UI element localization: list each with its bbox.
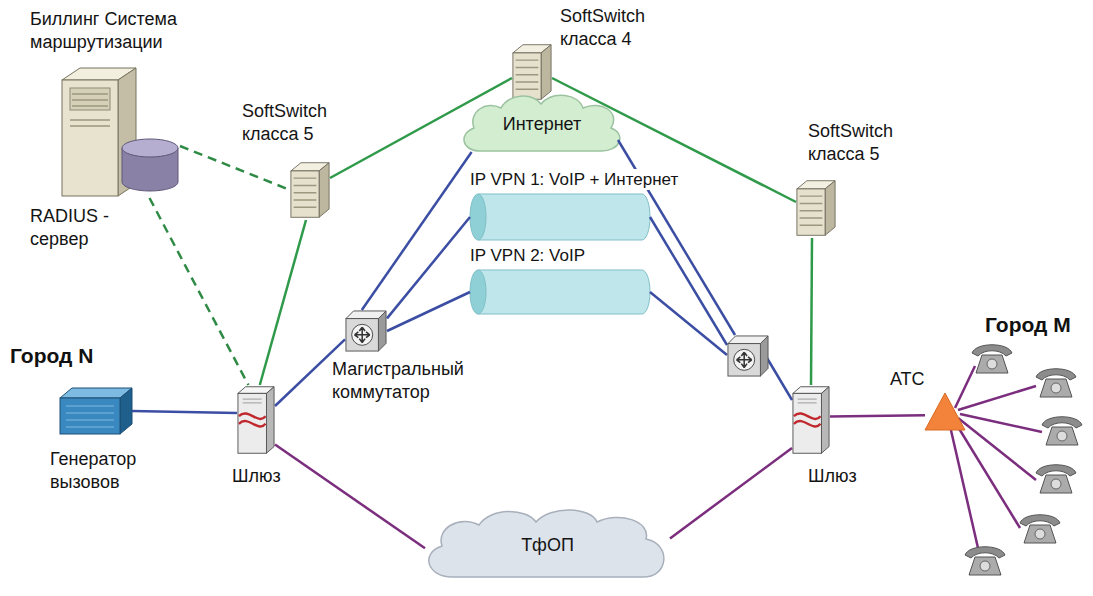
softswitch-node: SoftSwitch класса 5 [796,178,836,238]
server-slots [70,94,110,126]
subscriber-wire [955,366,975,408]
tube-body [478,194,650,240]
network-wire [618,140,735,335]
city-label: Город M [985,312,1071,337]
pstn-link [830,415,925,416]
tube-end [470,270,486,314]
phone-icon [1036,465,1076,493]
softswitch-icon [291,163,329,218]
node-label: ТфОП [521,534,574,557]
atc-node: АТС [925,393,965,430]
tube-body [478,270,650,314]
dashed-link [180,146,290,190]
vpn-tube [470,270,650,314]
backbone-wires [618,140,792,400]
node-label: SoftSwitch класса 5 [242,100,347,145]
switch-icon [346,311,386,351]
subscriber-wire [958,386,1036,410]
softswitch-icon [513,45,551,100]
generator-illustration [60,388,132,434]
signalling-link [260,220,306,385]
generator-slots [66,406,114,427]
node-label: IP VPN 1: VoIP + Интернет [467,169,681,190]
internet-cloud [464,95,620,151]
node-label: Шлюз [232,465,281,488]
phone-icon [965,547,1005,575]
softswitch-node: SoftSwitch класса 4 [512,42,552,102]
generator-node: Генератор вызовов [60,388,132,434]
gateway-node: Шлюз [237,385,275,455]
generator-front [60,398,120,434]
subscriber-wire [958,418,1036,480]
vpn-tube-node: IP VPN 1: VoIP + Интернет [470,194,650,240]
node-label: SoftSwitch класса 4 [560,5,665,50]
network-wire [650,292,727,355]
dashed-link [150,198,249,385]
node-label: Шлюз [808,465,857,488]
node-label: Интернет [503,112,582,135]
node-label: IP VPN 2: VoIP [467,245,588,266]
network-wire [650,217,727,345]
phone-icon [1042,417,1082,445]
pstn-cloud [429,510,664,577]
softswitch-icon [797,181,835,236]
server-node: Биллинг Система маршрутизацииRADIUS - се… [58,68,180,198]
server-illustration [62,68,178,196]
vpn-tube-node: IP VPN 2: VoIP [470,270,650,314]
signalling-link [552,78,796,202]
gateway-icon [238,387,274,454]
switch-icon [728,336,768,376]
pstn-link [670,448,792,538]
switch-node: Магистральный коммутатор [345,310,387,352]
vpn-tube [470,194,650,240]
node-label: Генератор вызовов [50,448,150,493]
gateway-node: Шлюз [792,385,830,455]
city-label: Город N [10,343,93,368]
server-bay [70,88,110,110]
node-label: Биллинг Система маршрутизации [30,8,235,53]
network-wire [767,358,792,400]
node-label: АТС [890,368,925,391]
database-top [122,139,178,157]
signalling-link [330,78,512,178]
ip-link [275,339,345,406]
ip-link [387,217,470,318]
node-label: Магистральный коммутатор [332,358,482,403]
cloud-node: Интернет [462,95,622,152]
ip-link [387,292,470,331]
ip-link [362,152,472,310]
server-front [62,80,118,196]
gateway-icon [793,387,829,454]
phone-icon [1036,369,1076,397]
phone-icon [1020,515,1060,543]
signalling-link [811,238,812,385]
ip-link [132,411,237,413]
cloud-node: ТфОП [425,512,670,578]
phone-icon [972,345,1012,373]
softswitch-node: SoftSwitch класса 5 [290,160,330,220]
node-label: RADIUS - сервер [30,205,125,250]
node-label: SoftSwitch класса 5 [808,120,913,165]
generator-side [120,388,132,434]
tube-end [470,194,486,240]
subscriber-wire [950,426,978,548]
atc-triangle [925,393,965,430]
pstn-link [275,445,425,549]
subscriber-wire [955,422,1020,528]
